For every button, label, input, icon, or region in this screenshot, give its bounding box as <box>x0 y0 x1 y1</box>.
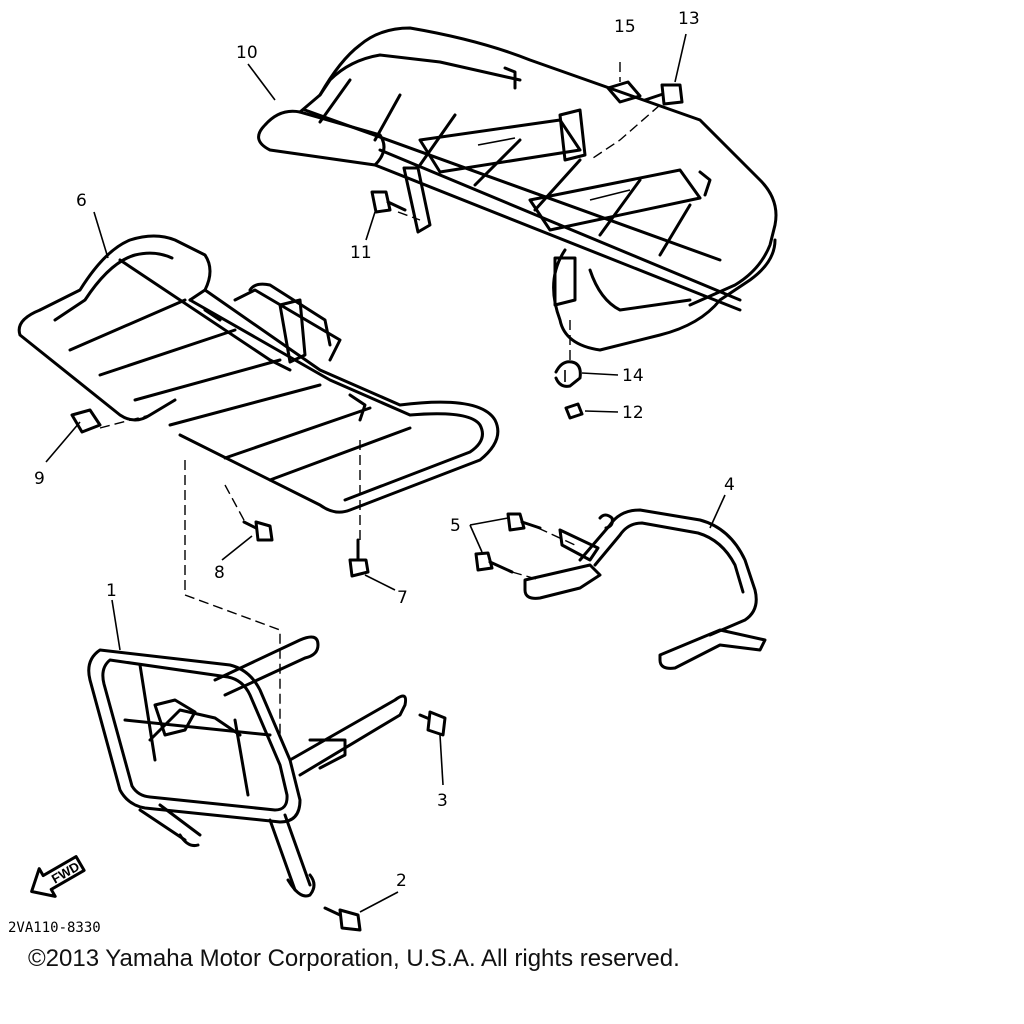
callout-15: 15 <box>614 17 636 37</box>
bolt-7 <box>348 538 370 578</box>
bolt-5a <box>506 512 542 532</box>
label-9 <box>70 408 102 434</box>
bolt-3 <box>418 710 447 737</box>
callout-7: 7 <box>397 588 408 608</box>
diagram-code: 2VA110-8330 <box>8 920 101 936</box>
callout-11: 11 <box>350 243 372 263</box>
bolt-11 <box>370 190 407 214</box>
clip-14 <box>554 360 582 388</box>
rear-carrier <box>257 26 778 352</box>
callout-8: 8 <box>214 563 225 583</box>
callout-10: 10 <box>236 43 258 63</box>
front-carrier <box>17 234 500 514</box>
label-15 <box>606 80 642 104</box>
fwd-arrow-icon: FWD <box>30 855 86 898</box>
assembly-lines <box>99 62 661 735</box>
copyright-notice: ©2013 Yamaha Motor Corporation, U.S.A. A… <box>28 945 680 972</box>
callout-13: 13 <box>678 9 700 29</box>
callout-2: 2 <box>396 871 407 891</box>
callout-4: 4 <box>724 475 735 495</box>
callout-9: 9 <box>34 469 45 489</box>
callout-6: 6 <box>76 191 87 211</box>
callout-3: 3 <box>437 791 448 811</box>
side-bracket <box>523 508 767 670</box>
nut-12 <box>564 402 584 420</box>
bolt-5b <box>474 551 514 574</box>
parts-diagram: FWD 10 15 13 6 11 14 12 9 4 5 8 7 1 3 2 … <box>8 9 778 936</box>
bolt-8 <box>242 520 274 542</box>
bolt-13 <box>643 83 684 106</box>
callout-numbers: 10 15 13 6 11 14 12 9 4 5 8 7 1 3 2 <box>34 9 735 891</box>
front-guard <box>87 635 407 898</box>
callout-12: 12 <box>622 403 644 423</box>
callout-14: 14 <box>622 366 644 386</box>
callout-5: 5 <box>450 516 461 536</box>
leader-lines <box>45 33 726 913</box>
callout-1: 1 <box>106 581 117 601</box>
bolt-2 <box>323 906 362 932</box>
